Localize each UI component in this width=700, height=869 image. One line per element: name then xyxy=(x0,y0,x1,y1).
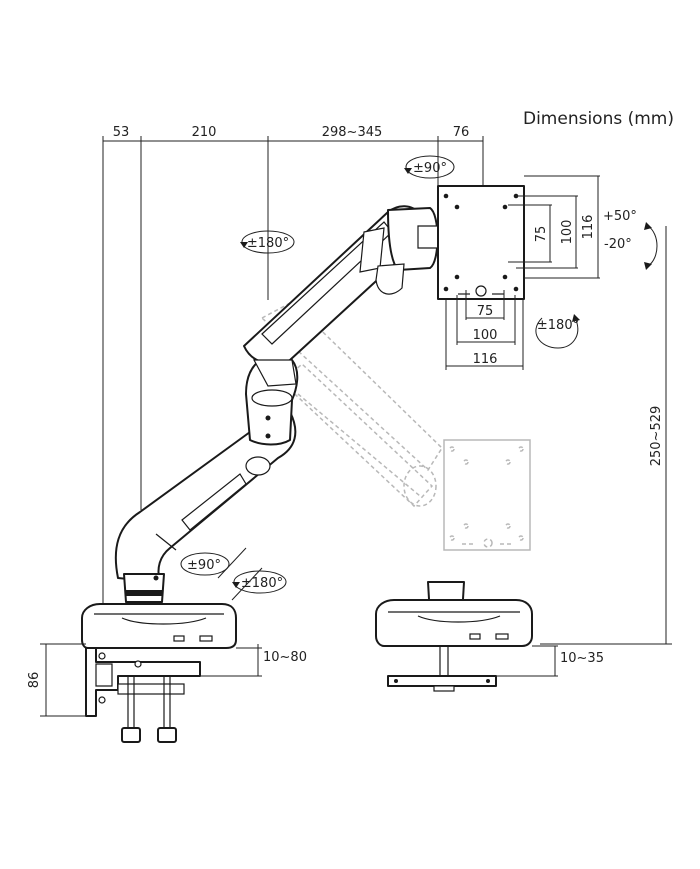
vesa-v-75: 75 xyxy=(534,226,549,243)
vesa-h-100: 100 xyxy=(473,328,498,343)
diagram-title: Dimensions (mm) xyxy=(523,109,674,129)
label-tilt-down: -20° xyxy=(604,237,632,252)
vesa-h-116: 116 xyxy=(473,352,498,367)
height-dimension xyxy=(540,226,672,645)
clamp-dimensions xyxy=(40,643,558,717)
dim-76: 76 xyxy=(453,125,470,140)
label-clamp-range: 10~80 xyxy=(263,650,307,665)
rotation-base xyxy=(231,567,287,601)
label-clamp-height: 86 xyxy=(27,672,42,689)
rotation-upper-arm xyxy=(240,230,295,254)
label-head-rotate: ±90° xyxy=(413,161,447,176)
tilt-indicator xyxy=(644,222,658,270)
grommet-base-right xyxy=(375,581,533,692)
label-base-swivel: ±90° xyxy=(187,558,221,573)
top-dimension-lines xyxy=(102,136,484,612)
label-arm-rotate: ±180° xyxy=(247,236,289,251)
vesa-v-100: 100 xyxy=(560,220,575,245)
vesa-h-75: 75 xyxy=(477,304,494,319)
label-tilt-up: +50° xyxy=(603,209,637,224)
monitor-arm-left xyxy=(81,185,525,743)
vesa-v-116: 116 xyxy=(581,215,596,240)
rotation-base-swivel xyxy=(180,547,247,579)
vesa-dimension-lines xyxy=(445,175,600,370)
label-plate-rotate: ±180° xyxy=(537,318,579,333)
label-base-rotate: ±180° xyxy=(241,576,283,591)
rotation-plate xyxy=(535,314,580,349)
label-height-range: 250~529 xyxy=(649,406,664,467)
rotation-head-top xyxy=(404,155,455,179)
ghost-arm-position xyxy=(260,301,531,551)
label-grommet-range: 10~35 xyxy=(560,651,604,666)
dim-298-345: 298~345 xyxy=(322,125,383,140)
dim-210: 210 xyxy=(192,125,217,140)
dim-53: 53 xyxy=(113,125,130,140)
